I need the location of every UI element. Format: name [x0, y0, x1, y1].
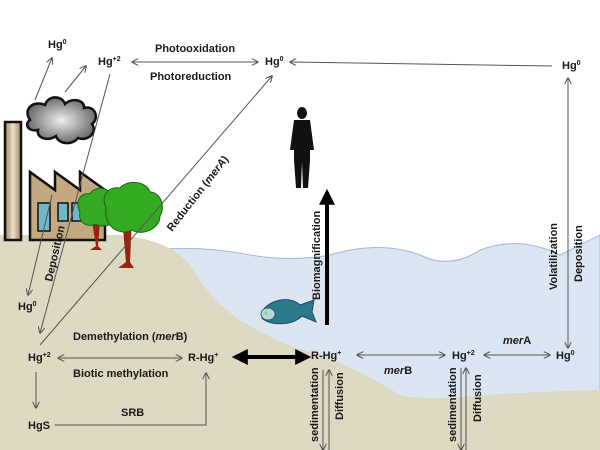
label-biomagnification: Biomagnification — [311, 210, 323, 300]
label-hgs: HgS — [28, 420, 50, 432]
emission-arrow-hg2 — [64, 66, 86, 93]
label-hg0-upper-right: Hg0 — [562, 60, 581, 72]
label-reduction-mera: Reduction (merA) — [165, 153, 231, 233]
reduction-mera-arrow — [39, 76, 272, 346]
label-hg0-water: Hg0 — [556, 350, 575, 362]
hg0-land-arrow — [28, 194, 53, 295]
label-sedimentation-1: sedimentation — [309, 367, 321, 442]
label-volatilization: Volatilization — [548, 223, 560, 290]
label-diffusion-2: Diffusion — [472, 374, 484, 422]
label-deposition-water: Deposition — [573, 225, 585, 282]
smoke-cloud-icon — [26, 96, 98, 145]
label-hg2-atmos: Hg+2 — [98, 56, 121, 68]
label-merb: merB — [384, 365, 412, 377]
label-sedimentation-2: sedimentation — [447, 367, 459, 442]
chimney — [3, 120, 23, 242]
label-hg2-water: Hg+2 — [452, 350, 475, 362]
label-biotic-methylation: Biotic methylation — [73, 368, 169, 380]
land-sediment — [0, 235, 600, 450]
label-hg0-land: Hg0 — [18, 301, 37, 313]
label-hg0-atmos: Hg0 — [265, 56, 284, 68]
label-rhg-water: R-Hg+ — [311, 350, 341, 362]
label-photoreduction: Photoreduction — [150, 71, 232, 83]
deposition-line — [40, 73, 111, 333]
label-mera: merA — [503, 335, 531, 347]
label-hg2-land: Hg+2 — [28, 352, 51, 364]
label-demethylation: Demethylation (merB) — [73, 331, 188, 343]
emission-arrow-hg0 — [34, 58, 52, 101]
label-hg0-emission: Hg0 — [48, 39, 67, 51]
fish-icon — [260, 299, 317, 325]
label-photooxidation: Photooxidation — [155, 43, 235, 55]
label-srb: SRB — [121, 407, 144, 419]
factory-window — [57, 202, 69, 222]
human-silhouette-icon — [290, 107, 314, 188]
label-diffusion-1: Diffusion — [334, 372, 346, 420]
srb-arrow — [55, 373, 206, 426]
atmos-return-line — [290, 62, 553, 67]
label-rhg-land: R-Hg+ — [188, 352, 218, 364]
factory-window — [37, 202, 51, 232]
